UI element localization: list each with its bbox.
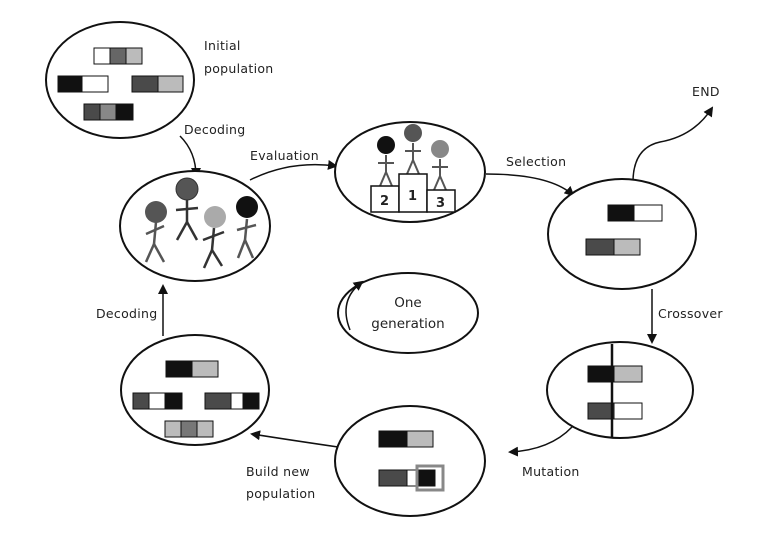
initial-population-label-2: population: [204, 61, 274, 76]
one-generation-node: One generation: [337, 272, 479, 354]
chromosome: [57, 75, 109, 93]
chromosome: [587, 365, 643, 383]
chromosome: [587, 402, 643, 420]
one-generation-label-2: generation: [371, 316, 444, 332]
individual-head: [377, 136, 395, 154]
build-new-population-label: Build new: [246, 464, 310, 479]
podium-second: [370, 185, 400, 213]
individual-head: [404, 124, 422, 142]
mutation-highlight: [415, 464, 445, 492]
mutation-arrow: [508, 426, 573, 457]
decoding-label-top: Decoding: [184, 122, 246, 137]
chromosome: [164, 420, 214, 438]
individual-figure: [378, 155, 394, 187]
individual-figure: [236, 218, 257, 259]
decoding-arrow-top: [179, 135, 201, 178]
mutation-label: Mutation: [522, 464, 580, 479]
individual-head: [175, 177, 199, 201]
chromosome: [131, 75, 184, 93]
individual-head: [204, 206, 226, 228]
chromosome: [93, 47, 143, 65]
one-generation-label: One: [394, 295, 422, 311]
chromosome: [132, 392, 183, 410]
end-arrow: [632, 106, 714, 186]
chromosome: [607, 204, 663, 222]
cycle-arrow: [345, 280, 364, 331]
crossover-label: Crossover: [658, 306, 723, 321]
podium-first-number: 1: [408, 189, 417, 204]
mutation-node: [334, 405, 486, 517]
decoded-population-node: [119, 170, 271, 282]
end-label: END: [692, 84, 720, 99]
decoding-label-left: Decoding: [96, 306, 158, 321]
selection-podium-node: 2 1 3: [334, 121, 486, 223]
podium-third: [426, 189, 456, 213]
selection-arrow: [485, 173, 575, 197]
podium-third-number: 3: [436, 196, 445, 211]
individual-figure: [202, 227, 225, 269]
individual-head: [431, 140, 449, 158]
build-new-population-label-2: population: [246, 486, 316, 501]
chromosome: [378, 430, 434, 448]
evaluation-label: Evaluation: [250, 148, 319, 163]
selected-parents-node: [547, 178, 697, 290]
individual-figure: [175, 200, 199, 241]
individual-head: [236, 196, 258, 218]
podium-second-number: 2: [380, 194, 389, 209]
chromosome: [165, 360, 219, 378]
initial-population-node: [45, 21, 195, 139]
selection-label: Selection: [506, 154, 566, 169]
chromosome: [378, 469, 436, 487]
individual-figure: [144, 221, 166, 263]
chromosome: [585, 238, 641, 256]
individual-figure: [432, 159, 448, 191]
evaluation-arrow: [249, 160, 338, 181]
chromosome: [204, 392, 260, 410]
initial-population-label: Initial: [204, 38, 241, 53]
build-new-population-arrow: [250, 430, 339, 448]
individual-head: [145, 201, 167, 223]
individual-figure: [405, 143, 421, 175]
crossover-node: [546, 341, 694, 439]
chromosome: [83, 103, 134, 121]
new-population-node: [120, 334, 270, 446]
